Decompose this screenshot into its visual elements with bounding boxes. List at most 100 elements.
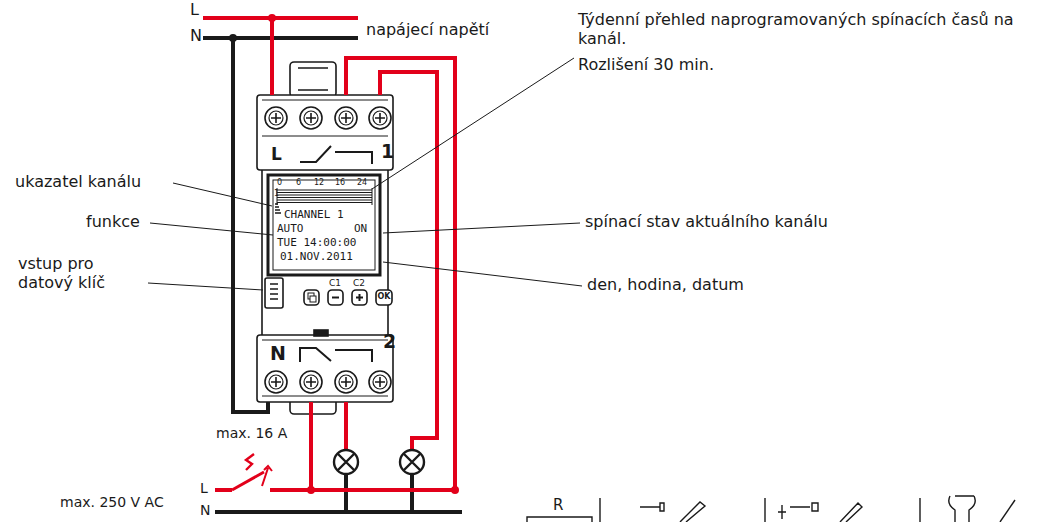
hour-scale: 24 — [357, 178, 367, 188]
phase-wire — [307, 486, 315, 494]
callout-text: Týdenní přehled naprogramovaných spínací… — [578, 10, 1040, 48]
terminal-screws — [369, 107, 391, 129]
phase-wire — [270, 488, 455, 492]
channel-terminal-number: 1 — [381, 140, 394, 163]
load-type-icons — [527, 517, 592, 522]
terminal-screws — [369, 371, 391, 393]
load-type-icons — [1000, 500, 1015, 522]
terminal-screws — [300, 107, 322, 129]
weekly-bars — [277, 188, 372, 205]
neutral-wire — [215, 510, 462, 514]
weekly-bars — [277, 190, 372, 203]
leader-line — [372, 58, 574, 189]
leader-line — [148, 58, 582, 290]
neutral-wire — [215, 34, 462, 512]
channel-indicator-bars — [275, 204, 281, 213]
lcd-frame — [273, 180, 375, 270]
phase-wire — [344, 402, 348, 450]
phase-wire — [270, 18, 274, 95]
hour-scale: 16 — [335, 178, 345, 188]
terminal-label: L — [271, 144, 282, 164]
relay-contact-symbol — [300, 348, 331, 362]
load-type-icons — [778, 503, 862, 522]
terminal-screws — [335, 371, 357, 393]
neutral-wire — [233, 38, 268, 412]
housing-outline — [298, 68, 328, 90]
housing-outline — [257, 62, 393, 414]
data-key-port — [265, 278, 283, 308]
button-label: C2 — [353, 278, 365, 289]
lamps — [334, 450, 424, 474]
phase-wire — [309, 402, 313, 490]
supply-bus — [203, 36, 358, 40]
circuit-breaker-switch — [232, 454, 272, 490]
channel-indicator: 1 — [274, 189, 279, 199]
callout-text: napájecí napětí — [366, 20, 489, 39]
lcd-frame — [268, 175, 380, 275]
housing-outline — [262, 168, 388, 340]
housing-outline — [314, 330, 328, 336]
lcd-text: TUE 14:00:00 — [277, 236, 356, 249]
terminal-label: N — [270, 342, 286, 365]
terminal-screws — [265, 107, 391, 393]
load-type-icons — [949, 496, 975, 522]
push-buttons — [304, 290, 392, 305]
phase-wire — [380, 72, 437, 450]
button-label: C1 — [329, 278, 341, 289]
push-buttons — [376, 290, 392, 305]
push-buttons — [328, 290, 343, 305]
supply-bus — [203, 16, 358, 20]
lcd-text: 01.NOV.2011 — [280, 250, 353, 263]
leader-line — [383, 262, 582, 286]
callout-text: funkce — [86, 212, 140, 231]
phase-wire — [268, 14, 276, 22]
neutral-wire — [229, 34, 237, 42]
supply-line-label: N — [190, 26, 202, 45]
neutral-wire — [410, 474, 414, 512]
data-key-port — [265, 278, 283, 308]
lcd-text: AUTO — [277, 222, 304, 235]
callout-text: den, hodina, datum — [587, 275, 744, 294]
channel-indicator-bars — [275, 204, 281, 213]
lcd-text: ON — [354, 222, 367, 235]
terminal-screws — [265, 371, 287, 393]
phase-wire — [215, 488, 232, 492]
callout-text: Rozlišení 30 min. — [578, 55, 714, 74]
weekly-bars — [277, 188, 372, 205]
rating-label: max. 16 A — [216, 425, 287, 442]
hour-scale: 6 — [296, 178, 301, 188]
terminal-screws — [265, 107, 287, 129]
supply-line-label: L — [200, 480, 208, 497]
lcd-frame — [268, 175, 380, 275]
push-buttons — [304, 290, 319, 305]
load-type-label: R — [553, 496, 563, 514]
phase-wire — [451, 486, 459, 494]
callout-text: vstup pro datový klíč — [18, 254, 146, 292]
supply-line-label: L — [190, 0, 199, 19]
circuit-breaker-switch — [246, 454, 254, 470]
load-type-icons — [640, 502, 705, 522]
lcd-text: CHANNEL 1 — [284, 208, 344, 221]
push-buttons — [310, 296, 316, 302]
circuit-breaker-switch — [232, 472, 264, 490]
leader-line — [148, 283, 263, 290]
hour-scale: 12 — [314, 178, 324, 188]
load-type-icons — [527, 496, 1015, 522]
push-buttons — [332, 297, 339, 299]
leader-line — [150, 223, 273, 235]
leader-line — [173, 183, 272, 206]
time-switch-housing: L1N2061216241CHANNEL 1AUTOONTUE 14:00:00… — [255, 60, 395, 415]
housing-outline — [257, 95, 393, 170]
load-type-icons — [600, 498, 920, 522]
housing-outline — [257, 335, 393, 402]
neutral-wire — [344, 474, 348, 512]
supply-line-label: N — [200, 502, 210, 519]
phase-wire — [215, 14, 459, 494]
housing-outline — [262, 100, 388, 396]
housing-outline — [290, 62, 336, 97]
relay-contact-symbol — [335, 152, 372, 164]
callout-text: ukazatel kanálu — [15, 172, 141, 191]
data-key-port — [270, 284, 278, 299]
